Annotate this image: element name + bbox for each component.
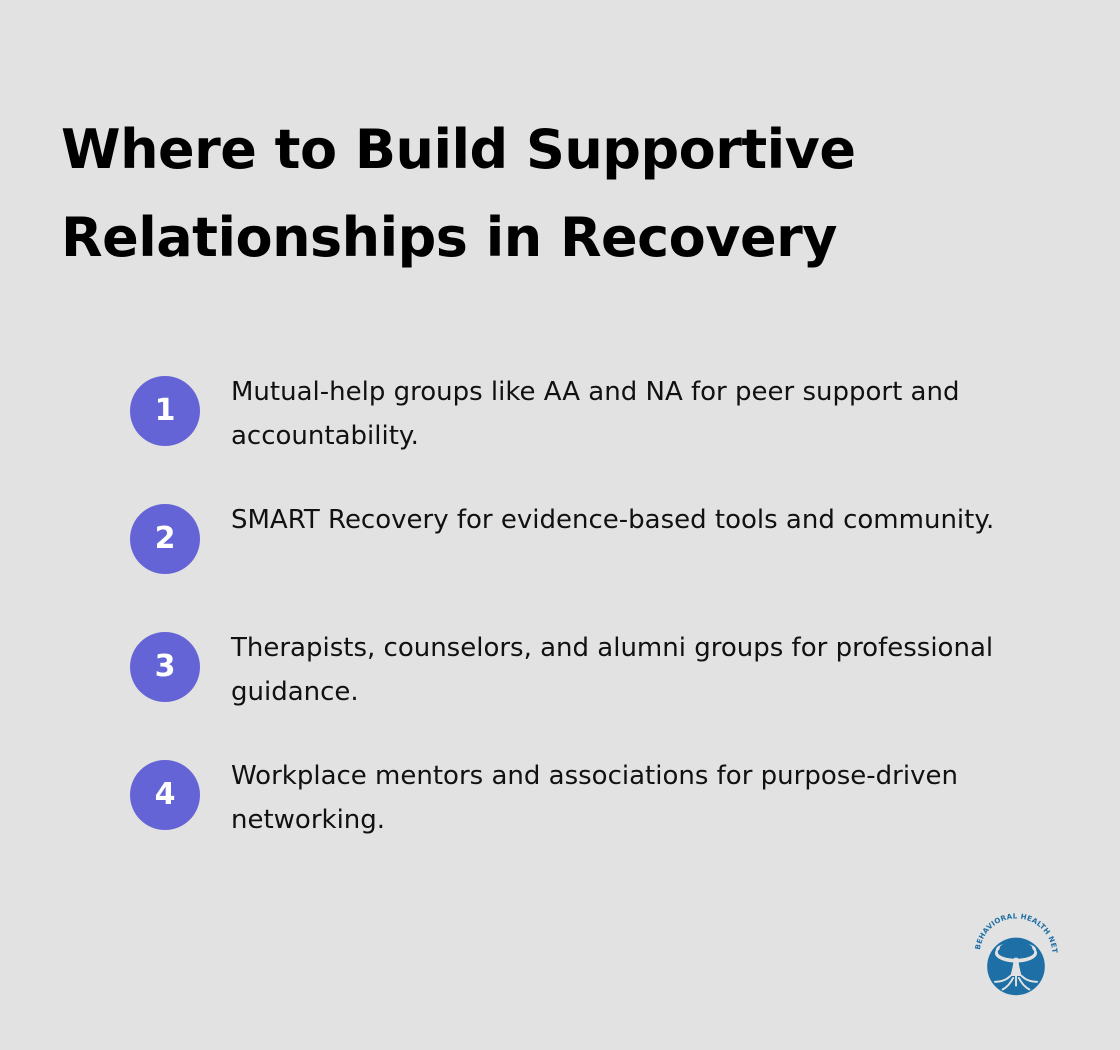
tree-logo-icon: AMITY BEHAVIORAL HEALTH NETWORK xyxy=(968,905,1059,996)
step-number-badge: 2 xyxy=(130,504,200,574)
list-item-text: Therapists, counselors, and alumni group… xyxy=(231,633,994,707)
step-number-badge: 1 xyxy=(130,376,200,446)
list-item: 1 Mutual-help groups like AA and NA for … xyxy=(130,370,1030,470)
list-item: 4 Workplace mentors and associations for… xyxy=(130,754,1030,854)
step-number-badge: 3 xyxy=(130,632,200,702)
list-item-text: Mutual-help groups like AA and NA for pe… xyxy=(231,377,960,451)
list-item-text: SMART Recovery for evidence-based tools … xyxy=(231,505,995,535)
step-number-badge: 4 xyxy=(130,760,200,830)
page-title: Where to Build Supportive Relationships … xyxy=(61,118,856,269)
list-item: 2 SMART Recovery for evidence-based tool… xyxy=(130,498,1030,598)
list-item: 3 Therapists, counselors, and alumni gro… xyxy=(130,626,1030,726)
list-item-text: Workplace mentors and associations for p… xyxy=(231,761,958,835)
